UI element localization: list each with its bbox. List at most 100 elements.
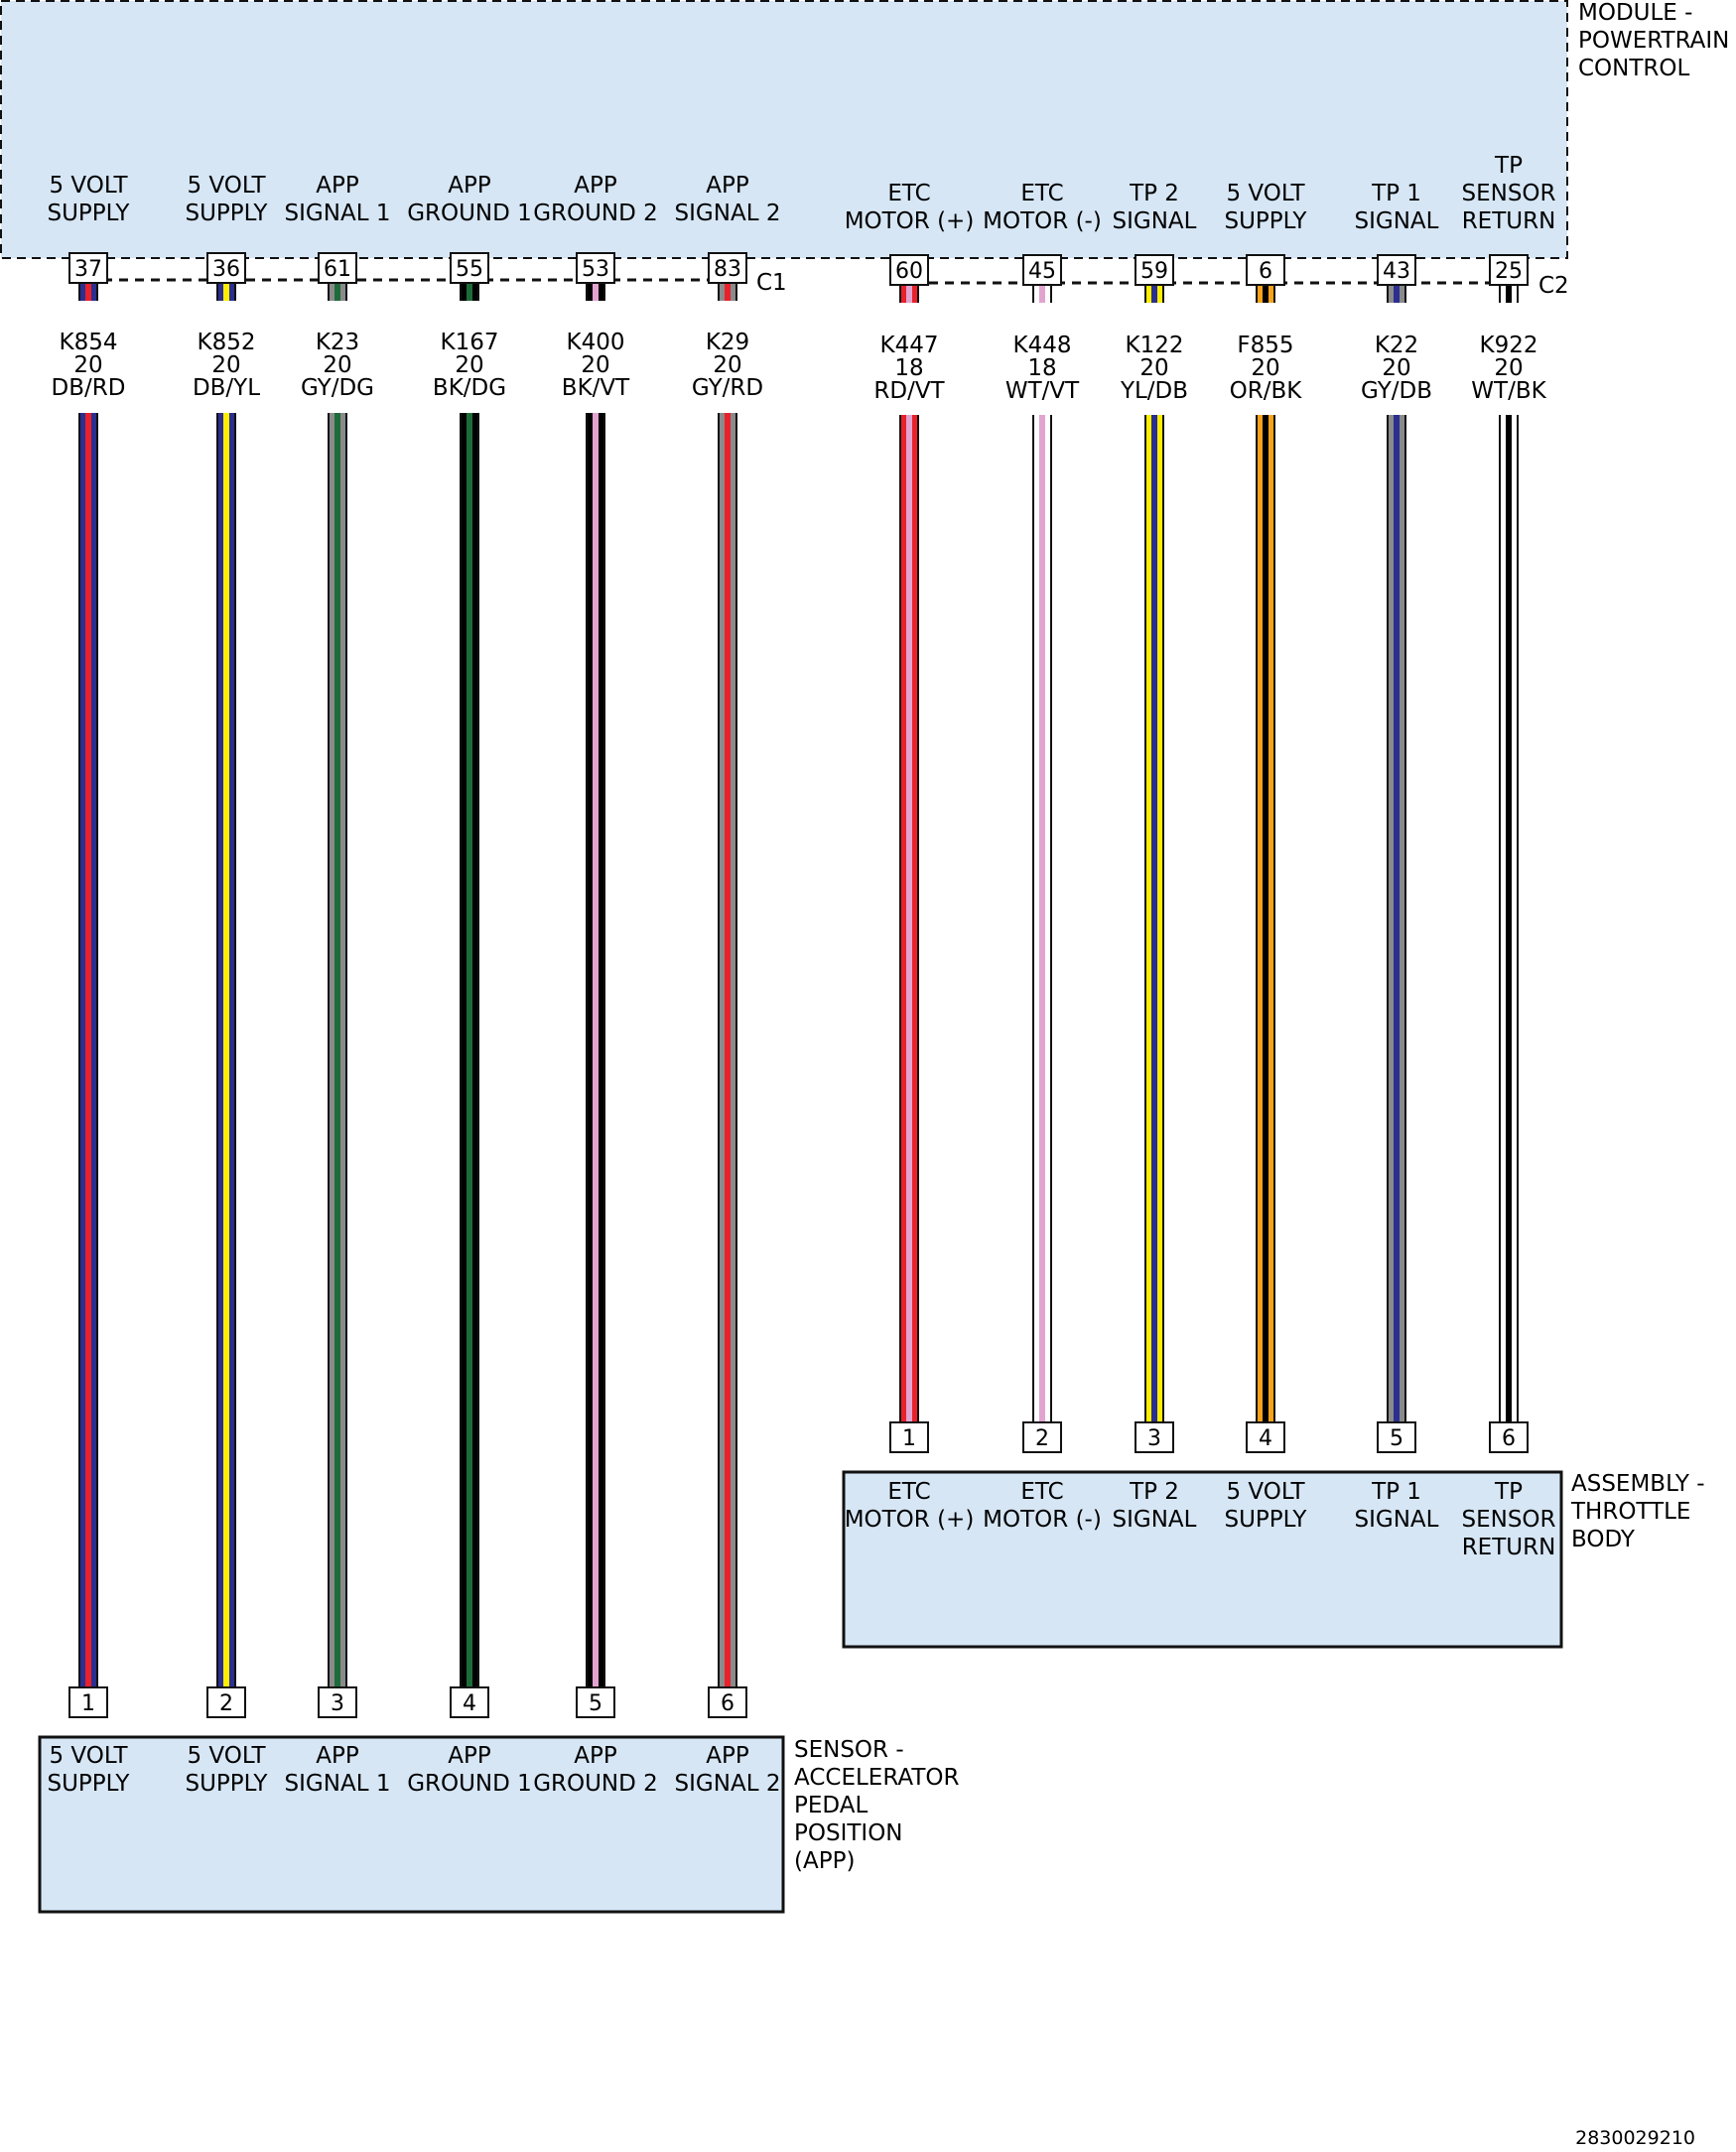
app-sensor-box [38,1735,785,1914]
wire-stripe-color [1039,415,1045,1437]
device-pin-function-line: RETURN [1462,1535,1556,1560]
c2-connector-label: C2 [1538,273,1569,299]
circuit-label-line: K448 [1013,333,1072,358]
pcm-pin: 43 [1377,254,1416,286]
device-pin-function-line: APP [316,1743,359,1769]
circuit-label-line: K22 [1375,333,1418,358]
pcm-pin-box [1377,254,1416,286]
pcm-pin-function-line: APP [574,173,617,199]
device-pin-box [450,1686,489,1718]
pcm-pin: 60 [889,254,929,286]
device-pin-number: 1 [81,1691,95,1716]
circuit-label-line: K854 [60,330,118,355]
device-pin-function-line: ETC [887,1479,930,1505]
device-pin-number: 3 [331,1691,344,1716]
circuit-label-line: 20 [455,352,483,378]
pcm-pin-number: 55 [456,257,483,282]
wire-stripe-color [1263,415,1269,1437]
circuit-label-line: GY/DB [1361,378,1432,404]
device-pin-box [1489,1421,1529,1453]
pcm-pin: 36 [206,252,246,284]
wire-stub-stripe [725,283,731,301]
c1-connector-label: C1 [756,270,787,296]
circuit-label-line: K922 [1480,333,1538,358]
wire-stripe-color [906,415,912,1437]
device-pin-function-line: SIGNAL 1 [285,1771,391,1797]
pcm-pin-function-line: APP [316,173,359,199]
device-pin-number: 3 [1147,1426,1161,1451]
wire-stripe-color [1151,415,1157,1437]
pcm-pin-function-line: SENSOR [1461,181,1555,206]
device-pin-function-line: APP [574,1743,617,1769]
pcm-pin-box [68,252,108,284]
wire-stub-stripe [906,285,912,303]
pcm-pin-function-line: SIGNAL [1355,208,1439,234]
device-pin: 6 [1489,1421,1529,1453]
circuit-label-line: 20 [1139,355,1168,381]
device-pin-function-line: SUPPLY [1225,1507,1308,1533]
device-pin: 4 [450,1686,489,1718]
pcm-pin-function-line: SUPPLY [186,201,269,226]
pcm-pin-box [708,252,747,284]
device-pin-box [318,1686,357,1718]
circuit-label-line: 20 [581,352,609,378]
pcm-pin-function-line: 5 VOLT [187,173,266,199]
device-pin-function-line: SIGNAL 2 [675,1771,781,1797]
device-pin-number: 4 [1259,1426,1272,1451]
pcm-pin-box [1135,254,1174,286]
device-pin-box [708,1686,747,1718]
wire-stripe-color [1394,415,1400,1437]
pcm-pin: 55 [450,252,489,284]
circuit-label-line: 20 [1382,355,1410,381]
device-pin-number: 5 [589,1691,602,1716]
wire-stub-stripe [1039,285,1045,303]
pcm-pin-box [318,252,357,284]
circuit-label-line: BK/DG [433,375,506,401]
circuit-label-line: OR/BK [1230,378,1303,404]
device-pin-number: 6 [721,1691,734,1716]
pcm-pin-function-line: GROUND 1 [407,201,532,226]
wire-stub-stripe [85,283,91,301]
pcm-label: MODULE - POWERTRAIN CONTROL [1578,0,1736,81]
diagram-id: 2830029210 [1575,2127,1695,2149]
circuit-label-line: K23 [316,330,359,355]
device-pin-function-line: SUPPLY [186,1771,269,1797]
pcm-pin-number: 60 [895,259,923,284]
pcm-pin-number: 83 [714,257,741,282]
wire-stub-stripe [467,283,472,301]
circuit-label-line: K29 [706,330,749,355]
device-pin-number: 2 [1035,1426,1049,1451]
pcm-pin-number: 6 [1259,259,1272,284]
device-pin: 2 [1022,1421,1062,1453]
circuit-label-line: GY/RD [692,375,763,401]
circuit-label-line: K400 [567,330,625,355]
wire-stripe-color [334,413,340,1702]
pcm-pin-function-line: ETC [887,181,930,206]
device-pin-number: 5 [1390,1426,1403,1451]
device-pin-box [206,1686,246,1718]
pcm-pin: 61 [318,252,357,284]
device-pin-function-line: 5 VOLT [1226,1479,1305,1505]
